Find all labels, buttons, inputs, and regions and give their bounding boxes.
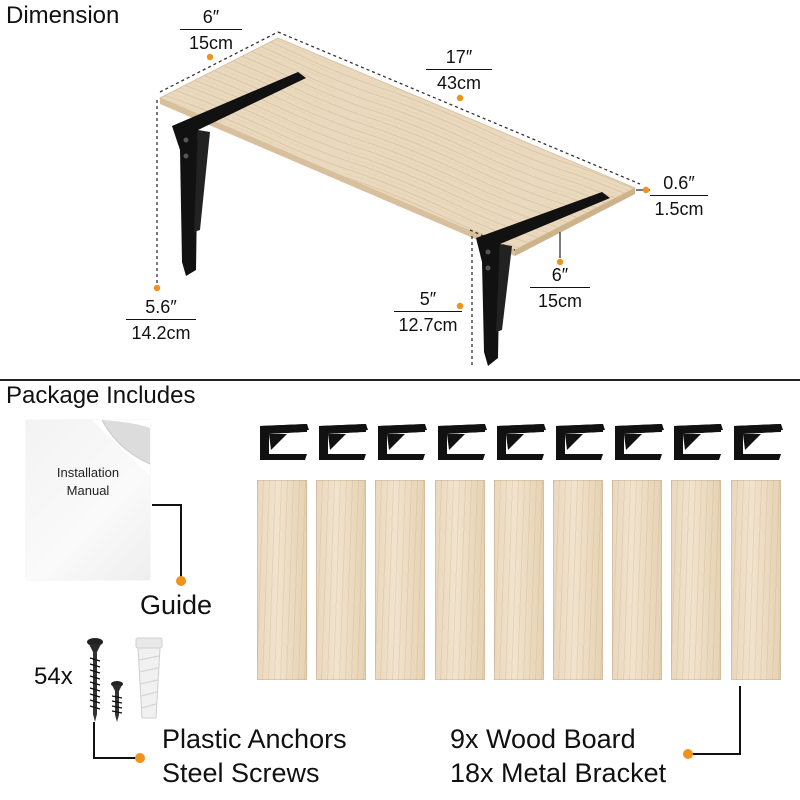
hardware-line-2: Steel Screws: [162, 758, 320, 788]
metal-bracket-icon: [674, 424, 723, 460]
wood-board: [612, 480, 662, 680]
marker-dot: [556, 258, 564, 266]
wood-board: [671, 480, 721, 680]
short-screw-icon: [111, 681, 123, 722]
wood-board: [316, 480, 366, 680]
manual-text-line: Manual: [66, 483, 110, 498]
dim-bracket-arm: 6″ 15cm: [530, 264, 590, 312]
wood-board: [257, 480, 307, 680]
dimension-title: Dimension: [6, 2, 120, 29]
right-bracket: [476, 192, 610, 366]
dim-metric: 1.5cm: [654, 199, 704, 219]
metal-bracket-icon: [438, 424, 487, 460]
marker-dot: [456, 94, 464, 102]
shelf-side-edge: [515, 188, 635, 256]
shelf-front-edge: [160, 98, 515, 256]
dim-imperial: 6″: [180, 6, 242, 30]
metal-bracket-icon: [615, 424, 664, 460]
dim-metric: 14.2cm: [131, 323, 191, 343]
wood-board: [731, 480, 781, 680]
dim-metric: 15cm: [537, 291, 582, 311]
manual-text-line: Installation: [56, 465, 120, 480]
wood-board: [375, 480, 425, 680]
shelf-illustration: [153, 31, 650, 368]
dim-imperial: 5″: [394, 288, 462, 312]
left-bracket: [172, 72, 306, 276]
dim-shelf-depth: 6″ 15cm: [180, 6, 242, 54]
guide-connector: [152, 504, 186, 586]
shelf-top: [158, 37, 637, 251]
metal-bracket-icon: [734, 424, 783, 460]
dim-metric: 15cm: [188, 33, 233, 53]
guide-label: Guide: [140, 590, 213, 620]
marker-dot: [153, 284, 161, 292]
dim-bracket-height: 5″ 12.7cm: [394, 288, 462, 336]
long-screw-icon: [87, 638, 103, 722]
dim-total-height: 5.6″ 14.2cm: [126, 296, 196, 344]
dim-imperial: 6″: [530, 264, 590, 288]
boards-line-2: 18x Metal Bracket: [450, 758, 667, 788]
section-divider: [0, 379, 800, 381]
dim-imperial: 5.6″: [126, 296, 196, 320]
marker-dot: [642, 186, 650, 194]
metal-bracket-icon: [260, 424, 309, 460]
dim-imperial: 0.6″: [650, 172, 708, 196]
marker-dot: [456, 302, 464, 310]
installation-manual-image: Installation Manual: [26, 420, 150, 580]
package-title: Package Includes: [6, 382, 196, 409]
hardware-connector: [93, 722, 145, 763]
plastic-anchor-icon: [135, 637, 163, 719]
screws-anchors-image: [87, 637, 163, 722]
manual-cover-text: Installation Manual: [26, 464, 150, 500]
boards-connector: [683, 686, 741, 759]
dim-metric: 12.7cm: [398, 315, 458, 335]
metal-bracket-icon: [319, 424, 368, 460]
dim-imperial: 17″: [426, 46, 492, 70]
hardware-line-1: Plastic Anchors: [162, 724, 347, 754]
wood-board: [553, 480, 603, 680]
dim-shelf-length: 17″ 43cm: [426, 46, 492, 94]
wood-board: [435, 480, 485, 680]
dim-metric: 43cm: [436, 73, 481, 93]
metal-bracket-icon: [497, 424, 546, 460]
wood-board: [494, 480, 544, 680]
dim-shelf-thickness: 0.6″ 1.5cm: [650, 172, 708, 220]
metal-bracket-icon: [556, 424, 605, 460]
marker-dot: [206, 53, 214, 61]
metal-bracket-icon: [378, 424, 427, 460]
hardware-count: 54x: [34, 663, 73, 690]
boards-line-1: 9x Wood Board: [450, 724, 636, 754]
page-curl-icon: [92, 420, 150, 476]
